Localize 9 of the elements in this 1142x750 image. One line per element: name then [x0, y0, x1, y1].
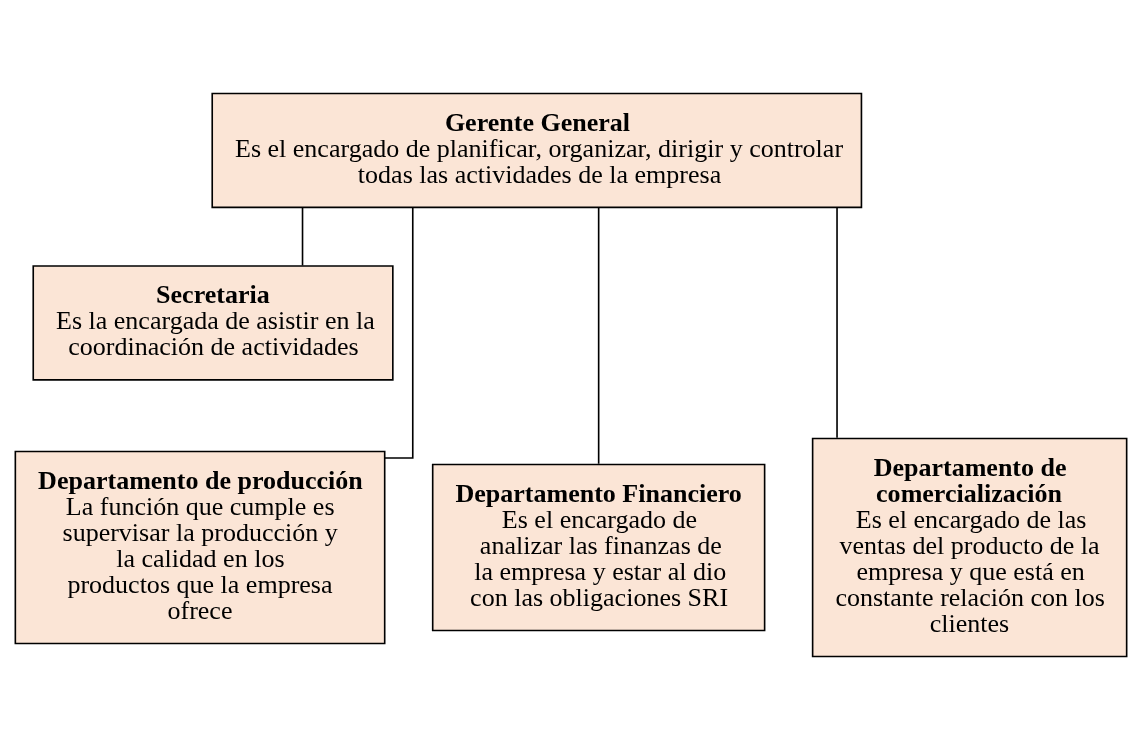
node-box: Departamento de comercialización Es el encargado de las ventas del producto de la empresa y que está en constante relación con los clientes — [811, 437, 1128, 658]
connector — [597, 206, 600, 465]
connector — [384, 206, 414, 459]
node-box: Departamento Financiero Es el encargado de analizar las finanzas de la empresa y estar al dio con las obligaciones SRI — [431, 463, 766, 632]
connector — [836, 206, 838, 439]
connector — [301, 206, 304, 267]
node-box: Gerente General Es el encargado de planificar, organizar, dirigir y controlar todas las actividades de la empresa — [211, 92, 863, 209]
node-box: Secretaria Es la encargada de asistir en la coordinación de actividades — [32, 265, 394, 381]
node-box: Departamento de producción La función que cumple es supervisar la producción y la calidad en los productos que la empresa ofrece — [14, 450, 386, 645]
